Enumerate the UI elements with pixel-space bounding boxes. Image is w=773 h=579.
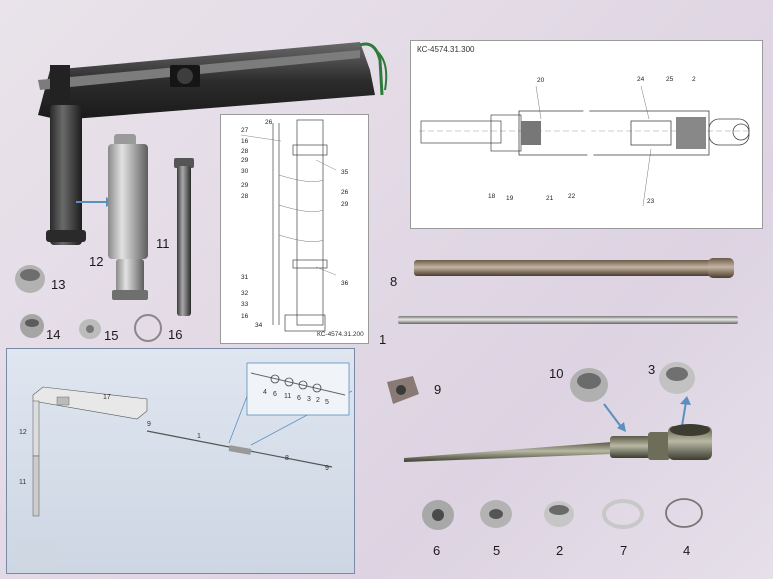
part-10-bush [570, 368, 608, 402]
inset-label-3: 3 [307, 396, 311, 403]
part-9-clevis [387, 376, 419, 404]
callout-300-19: 19 [506, 195, 514, 202]
drawing-200-lines [240, 119, 337, 332]
callout-200-29a: 29 [241, 157, 249, 164]
part-4-snap-ring [665, 498, 703, 528]
assembly-label-12: 12 [19, 429, 27, 436]
part-8-tube [414, 258, 734, 278]
callout-200-30: 30 [241, 168, 249, 175]
callout-200-16b: 16 [241, 313, 249, 320]
assembly-label-11: 11 [19, 479, 27, 486]
drawing-300-lines [419, 85, 751, 207]
part-15-ring [79, 319, 101, 339]
part-1-rod [398, 316, 738, 324]
inset-label-6b: 6 [297, 395, 301, 402]
part-label-2: 2 [556, 543, 564, 558]
part-13-ring [15, 265, 45, 293]
assembly-label-1: 1 [197, 433, 201, 440]
part-label-11: 11 [156, 236, 170, 251]
arrow-to-part-3 [680, 396, 691, 427]
callout-200-27: 27 [241, 127, 249, 134]
part-label-1: 1 [379, 332, 387, 347]
inset-label-11: 11 [284, 393, 292, 400]
part-2-ring [544, 501, 574, 527]
part-16-snap-ring [134, 314, 162, 342]
part-label-15: 15 [104, 328, 119, 343]
drawing-cylinder-200: 27 16 28 29 30 29 28 31 32 33 16 34 26 3… [220, 114, 369, 344]
callout-200-32: 32 [241, 290, 249, 297]
boom-photo [38, 42, 388, 245]
callout-200-26a: 26 [265, 119, 273, 126]
callout-300-2: 2 [692, 76, 696, 83]
callout-200-28b: 28 [241, 193, 249, 200]
inset-label-6a: 6 [273, 391, 277, 398]
callout-200-31: 31 [241, 274, 249, 281]
callout-200-33: 33 [241, 301, 249, 308]
assembly-label-17: 17 [103, 394, 111, 401]
callout-200-35: 35 [341, 169, 349, 176]
part-label-6: 6 [433, 543, 441, 558]
callout-200-26b: 26 [341, 189, 349, 196]
drawing-cylinder-300: КС-4574.31.300 20 24 25 2 18 19 21 22 23 [410, 40, 763, 229]
assembly-label-9b: 9 [325, 465, 329, 472]
callout-200-16a: 16 [241, 138, 249, 145]
part-3-bush [659, 362, 695, 394]
piston-rod-assembly [404, 424, 712, 462]
callout-300-21: 21 [546, 195, 554, 202]
callout-200-28a: 28 [241, 148, 249, 155]
part-label-4: 4 [683, 543, 691, 558]
callout-300-22: 22 [568, 193, 576, 200]
callout-200-36: 36 [341, 280, 349, 287]
part-label-7: 7 [620, 543, 628, 558]
drawing-300-title: КС-4574.31.300 [417, 45, 475, 54]
callout-300-25: 25 [666, 76, 674, 83]
callout-300-20: 20 [537, 77, 545, 84]
assembly-label-8: 8 [285, 455, 289, 462]
callout-300-24: 24 [637, 76, 645, 83]
part-7-ring [602, 499, 644, 529]
inset-label-2: 2 [316, 397, 320, 404]
arrow-to-part-10 [603, 403, 626, 432]
part-label-3: 3 [648, 362, 656, 377]
part-label-13: 13 [51, 277, 66, 292]
part-5-ring [480, 500, 512, 528]
assembly-3d-lines [15, 362, 353, 569]
callout-300-23: 23 [647, 198, 655, 205]
part-label-14: 14 [46, 327, 61, 342]
part-11-rod [174, 158, 194, 316]
callout-200-34: 34 [255, 322, 263, 329]
inset-label-4: 4 [263, 389, 267, 396]
callout-200-29b: 29 [241, 182, 249, 189]
callout-200-29c: 29 [341, 201, 349, 208]
part-label-8: 8 [390, 274, 398, 289]
assembly-label-9a: 9 [147, 421, 151, 428]
drawing-200-title: КС-4574.31.200 [317, 331, 364, 338]
part-12-cylinder [108, 134, 148, 300]
callout-300-18: 18 [488, 193, 496, 200]
assembly-3d-view: 17 12 11 9 1 8 9 4 6 11 6 3 2 5 [6, 348, 355, 574]
part-6-ring [422, 500, 454, 530]
part-label-10: 10 [549, 366, 564, 381]
part-label-16: 16 [168, 327, 183, 342]
part-14-ring [20, 314, 44, 338]
part-label-9: 9 [434, 382, 442, 397]
part-label-5: 5 [493, 543, 501, 558]
inset-label-5: 5 [325, 399, 329, 406]
part-label-12: 12 [89, 254, 104, 269]
